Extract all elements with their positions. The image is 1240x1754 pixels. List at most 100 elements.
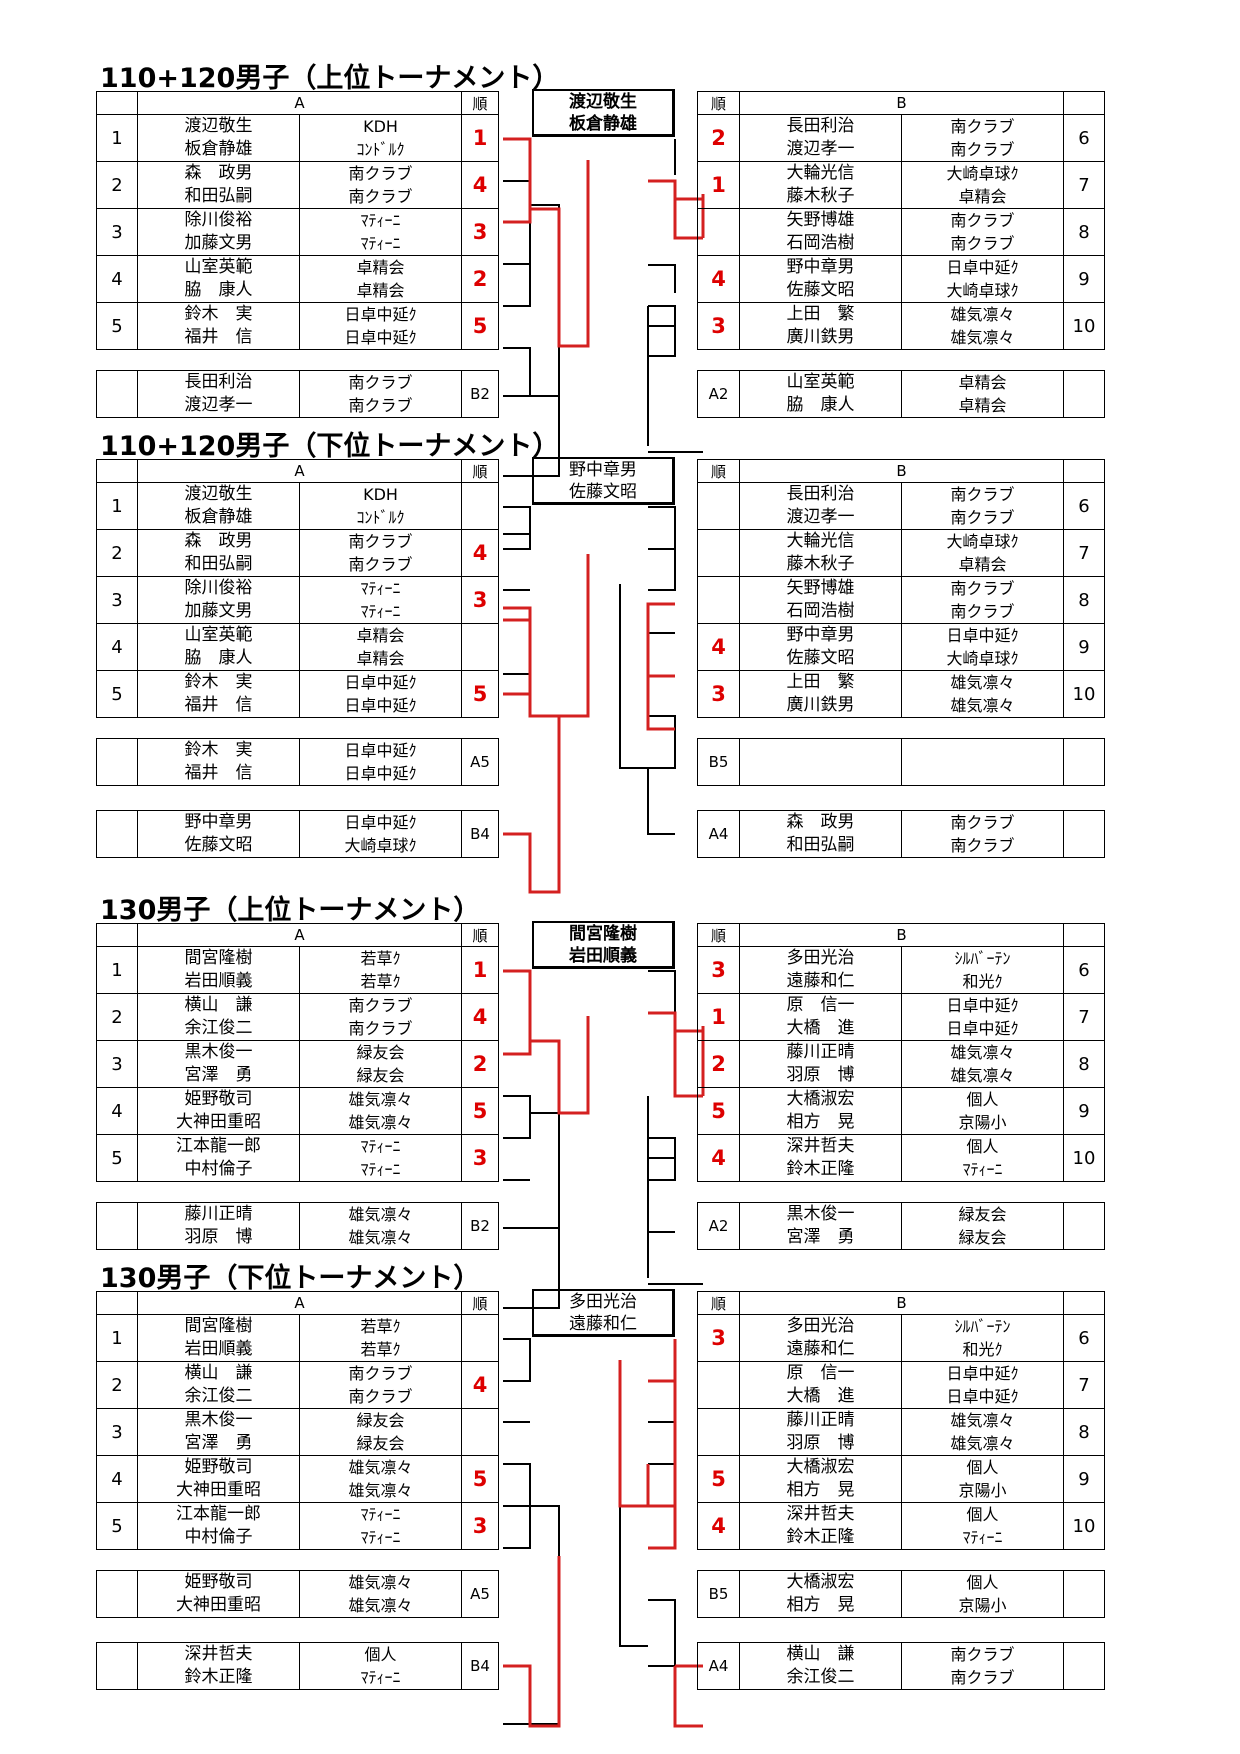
club-cell: 南クラブ南クラブ	[901, 208, 1064, 256]
club-cell: 卓精会卓精会	[299, 623, 462, 671]
club-cell: 南クラブ南クラブ	[901, 114, 1064, 162]
players-cell: 黒木俊一宮澤 勇	[137, 1408, 300, 1456]
blank-cell	[1063, 1202, 1105, 1250]
club-cell: ｼﾙﾊﾞｰﾃﾝ和光ｸ	[901, 1314, 1064, 1362]
rank-value: 5	[697, 1455, 740, 1503]
club-cell: 若草ｸ若草ｸ	[299, 946, 462, 994]
seed-number: 6	[1063, 1314, 1105, 1362]
club-cell: 日卓中延ｸ日卓中延ｸ	[299, 670, 462, 718]
club-cell: 南クラブ南クラブ	[299, 161, 462, 209]
rank-value: 5	[461, 302, 499, 350]
rank-header: 順	[461, 1291, 499, 1315]
section-110-120-upper: 110+120男子（上位トーナメント） 渡辺敬生 板倉静雄	[0, 56, 1240, 477]
club-cell: 南クラブ南クラブ	[299, 370, 462, 418]
club-cell: 南クラブ南クラブ	[901, 810, 1064, 858]
players-cell: 野中章男佐藤文昭	[739, 255, 902, 303]
players-cell: 姫野敬司大神田重昭	[137, 1455, 300, 1503]
seed-number: 5	[96, 1134, 138, 1182]
champion-box: 多田光治 遠藤和仁	[532, 1289, 675, 1337]
players-cell: 間宮隆樹岩田順義	[137, 946, 300, 994]
club-cell: 個人ﾏﾃｨｰﾆ	[901, 1502, 1064, 1550]
blank-header	[1063, 459, 1105, 483]
seed-number: 4	[96, 1087, 138, 1135]
club-cell: 雄気凛々雄気凛々	[299, 1087, 462, 1135]
players-cell: 深井哲夫鈴木正隆	[137, 1642, 300, 1690]
champion-player-1: 野中章男	[569, 460, 637, 480]
blank-header	[96, 91, 138, 115]
rank-value	[461, 623, 499, 671]
bracket-lines	[503, 137, 705, 477]
rank-value: 2	[461, 255, 499, 303]
rank-value: 3	[461, 1502, 499, 1550]
slot-label: A4	[697, 1642, 740, 1690]
players-cell: 黒木俊一宮澤 勇	[137, 1040, 300, 1088]
group-header: A	[137, 923, 462, 947]
players-cell: 大橋淑宏相方 晃	[739, 1087, 902, 1135]
champion-player-2: 遠藤和仁	[569, 1314, 637, 1334]
group-header: B	[739, 459, 1064, 483]
slot-label: A2	[697, 370, 740, 418]
champion-player-2: 岩田順義	[569, 946, 637, 966]
players-cell: 森 政男和田弘嗣	[137, 161, 300, 209]
slot-label: B2	[461, 1202, 499, 1250]
slot-label: B5	[697, 1570, 740, 1618]
players-cell: 江本龍一郎中村倫子	[137, 1502, 300, 1550]
blank-header	[96, 1291, 138, 1315]
section-title: 130男子（下位トーナメント）	[100, 1263, 481, 1294]
club-cell: 大崎卓球ｸ卓精会	[901, 529, 1064, 577]
rank-value: 1	[697, 161, 740, 209]
club-cell: 個人ﾏﾃｨｰﾆ	[299, 1642, 462, 1690]
seed-number: 7	[1063, 993, 1105, 1041]
seed-number: 10	[1063, 302, 1105, 350]
slot-label: B4	[461, 810, 499, 858]
seed-number: 9	[1063, 1455, 1105, 1503]
bracket-lines	[503, 1338, 703, 1728]
seed-number: 5	[96, 302, 138, 350]
group-header: B	[739, 923, 1064, 947]
blank-cell	[1063, 1642, 1105, 1690]
players-cell: 長田利治渡辺孝一	[137, 370, 300, 418]
section-130-lower: 130男子（下位トーナメント） 多田光治 遠藤和仁 A	[0, 1256, 1240, 1728]
players-cell: 横山 謙余江俊二	[739, 1642, 902, 1690]
section-title: 110+120男子（下位トーナメント）	[100, 431, 560, 462]
rank-value: 4	[461, 993, 499, 1041]
club-cell: 個人京陽小	[901, 1087, 1064, 1135]
rank-value: 4	[697, 1134, 740, 1182]
players-cell: 山室英範脇 康人	[137, 623, 300, 671]
seed-number: 8	[1063, 1408, 1105, 1456]
players-cell: 鈴木 実福井 信	[137, 738, 300, 786]
club-cell: 南クラブ南クラブ	[299, 529, 462, 577]
rank-value	[461, 1408, 499, 1456]
players-cell: 多田光治遠藤和仁	[739, 1314, 902, 1362]
champion-player-1: 多田光治	[569, 1292, 637, 1312]
champion-box: 間宮隆樹 岩田順義	[532, 921, 675, 969]
rank-value: 2	[697, 114, 740, 162]
rank-value: 4	[697, 623, 740, 671]
rank-value: 3	[697, 670, 740, 718]
seed-number: 5	[96, 670, 138, 718]
seed-number: 7	[1063, 529, 1105, 577]
champion-box: 渡辺敬生 板倉静雄	[532, 89, 675, 137]
